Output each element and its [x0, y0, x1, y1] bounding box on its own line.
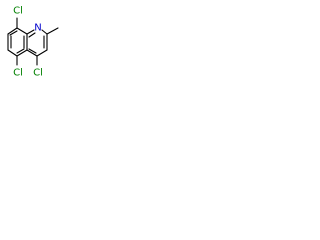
- atom-label-cl4: Cl: [33, 68, 43, 79]
- atom-label-cl8: Cl: [13, 6, 23, 17]
- atom-label-cl5: Cl: [13, 68, 23, 79]
- bond-c4-c4a-inner: [28, 48, 37, 54]
- atom-label-n1: N: [34, 23, 41, 34]
- bond-c8-c7: [7, 27, 18, 35]
- bond-n1-c2: [41, 29, 48, 35]
- atom-label-layer: Cl N Cl Cl: [13, 6, 43, 79]
- bond-c5-c4a: [16, 49, 28, 57]
- bond-c5-c4a-inner: [16, 48, 25, 54]
- bond-c2-methyl: [46, 27, 59, 35]
- bond-c8a-n1: [26, 29, 35, 35]
- bond-layer: [7, 17, 59, 66]
- bond-c8-c7-inner: [9, 30, 18, 36]
- molecule-structure: Cl N Cl Cl: [7, 6, 59, 79]
- bond-c8a-n1-inner: [28, 32, 36, 38]
- bond-c3-c4: [36, 49, 48, 57]
- bond-c6-c5: [7, 49, 18, 57]
- bond-c4-c4a: [26, 49, 38, 57]
- bond-c8a-c8: [16, 27, 28, 35]
